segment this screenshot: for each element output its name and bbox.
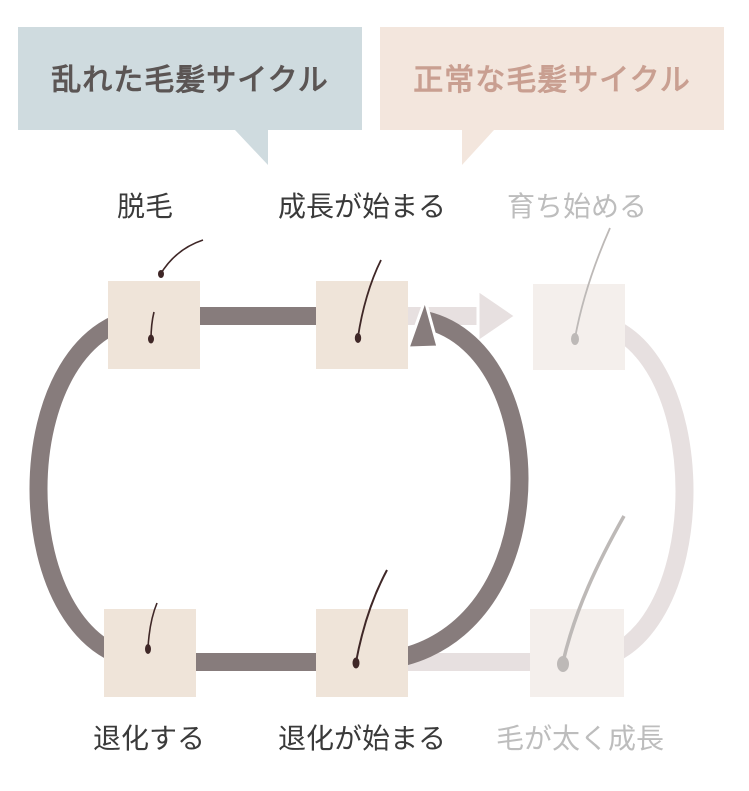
label-shedding: 脱毛 [117,190,173,223]
skin-box [316,281,408,369]
skin-box-faded [533,284,625,370]
disordered-cycle-callout: 乱れた毛髪サイクル [18,27,362,165]
hair-strand [355,569,388,663]
normal-callout-text: 正常な毛髪サイクル [413,63,691,98]
stage-growth-starts [316,259,408,369]
disordered-callout-text: 乱れた毛髪サイクル [51,63,329,98]
normal-cycle-callout: 正常な毛髪サイクル [380,27,724,165]
hair-strand-faded [561,515,626,663]
hair-bulb [352,657,360,669]
hair-bulb-faded [557,656,569,672]
stage-starts-growing [533,227,625,370]
stage-shedding [108,239,204,369]
shed-hair-bulb [158,270,164,278]
label-grows-thick: 毛が太く成長 [496,722,664,755]
hair-strand [357,259,382,338]
shed-hair-strand [159,239,204,276]
stage-grows-thick [530,515,626,697]
skin-box-faded [530,609,624,697]
label-growth-starts: 成長が始まる [278,190,446,223]
normal-loop-arrowhead [476,287,519,345]
hair-bulb [145,644,151,654]
label-regressing: 退化する [93,722,205,755]
hair-bulb [148,334,154,344]
hair-bulb-faded [571,333,579,345]
label-regression-starts: 退化が始まる [278,722,446,755]
normal-callout-bubble [380,27,724,165]
label-starts-growing: 育ち始める [507,190,647,223]
hair-strand-faded [574,227,611,339]
skin-box [316,609,408,697]
disordered-callout-bubble [18,27,362,165]
hair-bulb [354,333,362,343]
skin-box [108,281,200,369]
skin-box [104,609,196,697]
stage-regression-starts [316,569,408,697]
disordered-loop-arrowhead [405,295,440,350]
stage-regressing [104,602,196,697]
hair-strand [147,602,158,649]
